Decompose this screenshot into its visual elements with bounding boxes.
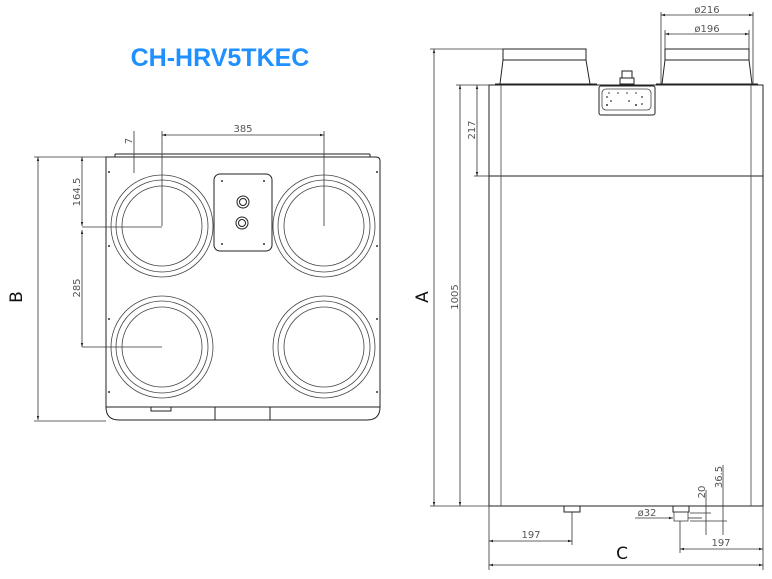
duct-right [656, 48, 758, 85]
dim-diameter-32: ø32 [638, 508, 657, 519]
duct-left [495, 48, 597, 85]
dim-label-a: A [413, 291, 433, 303]
dim-36-5: 36.5 [714, 466, 725, 488]
dim-285: 285 [72, 278, 83, 297]
dim-diameter-196: ø196 [694, 24, 719, 35]
drain-connection-left [563, 505, 581, 513]
dim-label-c: C [616, 544, 628, 564]
cable-gland-top-icon [619, 70, 635, 85]
dim-label-b: B [7, 291, 27, 303]
dim-diameter-216: ø216 [694, 5, 719, 16]
side-view: A 1005 217 ø216 ø196 197 197 C ø32 20 [413, 5, 764, 570]
connection-panel [213, 173, 273, 252]
drain-connection-right [672, 505, 690, 522]
dim-20: 20 [697, 486, 708, 499]
cable-gland-icon [235, 195, 250, 230]
dim-1005: 1005 [450, 284, 461, 309]
dim-197-left: 197 [521, 530, 540, 541]
dim-385: 385 [233, 124, 252, 135]
dim-7: 7 [124, 138, 135, 144]
dim-164-5: 164.5 [72, 178, 83, 207]
front-view: B 385 7 164.5 285 [7, 124, 381, 422]
model-title: CH-HRV5TKEC [131, 44, 310, 72]
dim-197-right: 197 [711, 538, 730, 549]
control-panel [598, 85, 656, 116]
duct-circle-bottom-right [272, 295, 376, 399]
dim-217: 217 [467, 120, 478, 139]
